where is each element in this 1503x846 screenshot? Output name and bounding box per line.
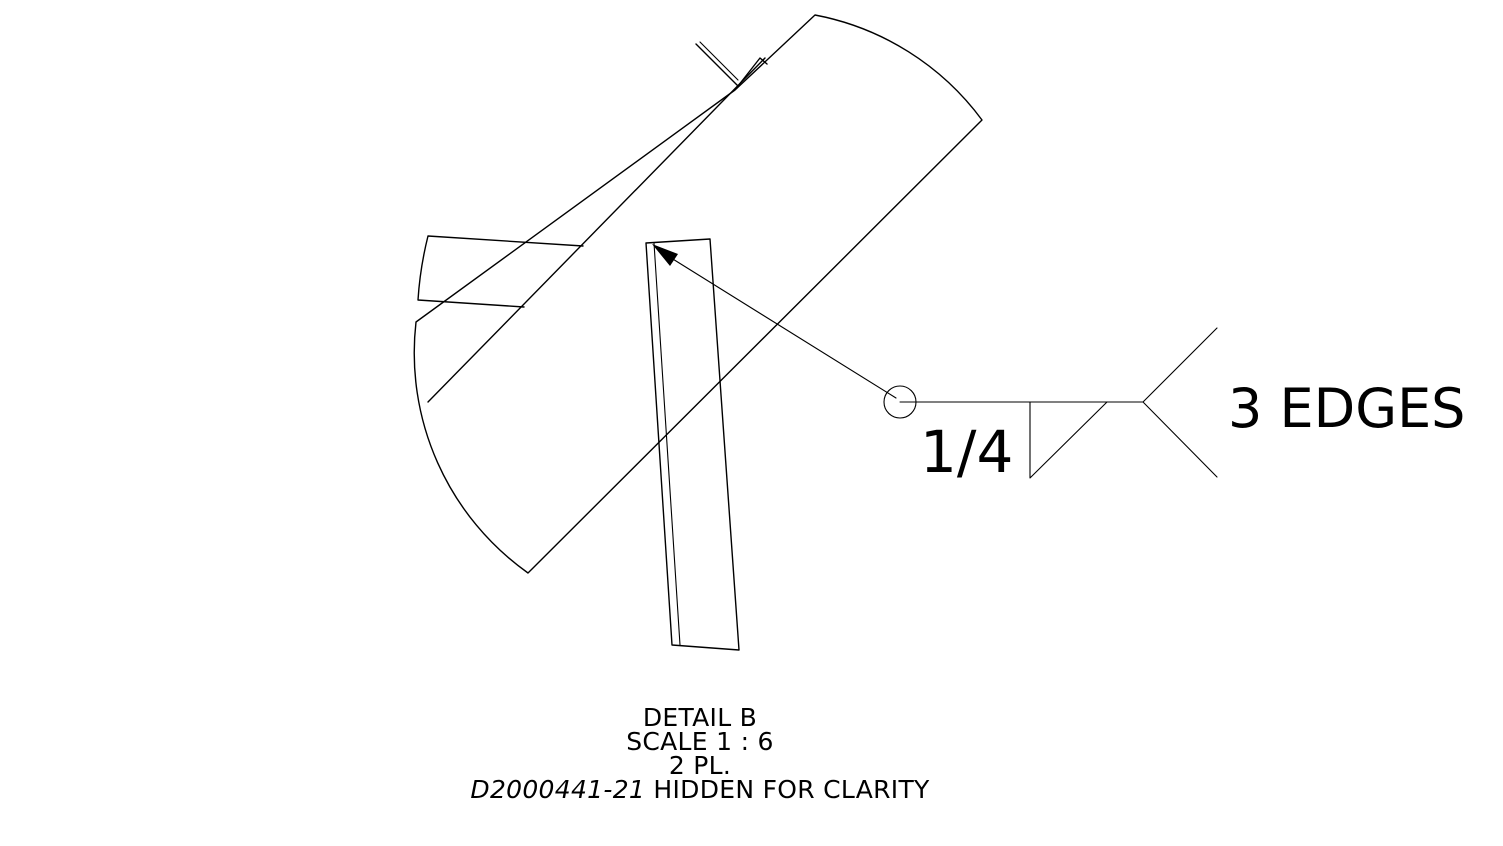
weld-note-text: 3 EDGES (1228, 377, 1465, 440)
detail-scale: SCALE 1 : 6 (626, 727, 774, 756)
vertical-bracket-outline (645, 238, 740, 651)
detail-caption: DETAIL B SCALE 1 : 6 2 PL. D2000441-21 H… (0, 703, 1400, 804)
vertical-bracket-edge-line (653, 242, 681, 646)
hidden-note-text: HIDDEN FOR CLARITY (645, 775, 930, 804)
top-lip-outline (695, 43, 768, 87)
weld-leader (652, 244, 897, 399)
curved-plate-outline (413, 14, 983, 574)
top-lip-inner-line (699, 41, 739, 81)
weld-leader-line (667, 255, 897, 399)
curved-plate (413, 14, 983, 574)
weld-tail (1142, 327, 1218, 478)
fillet-weld-symbol (1029, 401, 1108, 479)
detail-places: 2 PL. (668, 751, 732, 780)
detail-title: DETAIL B (642, 703, 758, 732)
top-lip (695, 41, 768, 87)
side-bar (417, 235, 584, 308)
side-bar-outline (417, 235, 584, 308)
vertical-bracket (645, 238, 740, 651)
hidden-part-number: D2000441-21 (470, 775, 646, 804)
curved-plate-edge-line (427, 57, 766, 403)
weld-leader-arrowhead (652, 244, 678, 266)
detail-hidden-note-line: D2000441-21 HIDDEN FOR CLARITY (0, 775, 1400, 804)
weld-size-text: 1/4 (920, 418, 1013, 486)
